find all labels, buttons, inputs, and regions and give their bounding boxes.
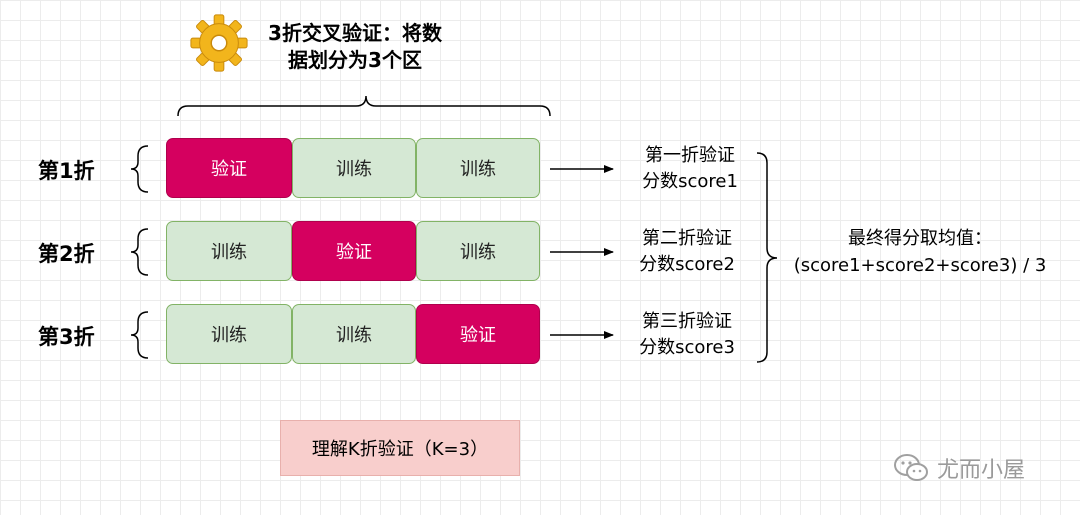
final-line-2: (score1+score2+score3) / 3: [793, 255, 1047, 276]
fold-1-brace: [130, 145, 149, 193]
wechat-icon: [894, 454, 928, 481]
fold-1-score: 第一折验证 分数score1: [625, 143, 755, 195]
fold-1-score-line-2: 分数score1: [642, 171, 738, 192]
fold-3-score-line-2: 分数score3: [639, 337, 735, 358]
watermark-text: 尤而小屋: [937, 458, 1026, 483]
header-title: 3折交叉验证：将数 据划分为3个区: [250, 20, 460, 74]
fold-2-brace: [130, 228, 149, 276]
fold-3-brace: [130, 311, 149, 359]
fold-3-score-line-1: 第三折验证: [642, 311, 732, 332]
fold-2-cell-2: 验证: [292, 221, 416, 281]
fold-3-cell-2: 训练: [292, 304, 416, 364]
fold-2-cell-3: 训练: [416, 221, 540, 281]
fold-2-score-line-2: 分数score2: [639, 254, 735, 275]
fold-2-label: 第2折: [38, 242, 95, 266]
fold-1-cell-2: 训练: [292, 138, 416, 198]
fold-3-cell-1: 训练: [166, 304, 292, 364]
right-brace: [756, 152, 778, 363]
fold-1-label: 第1折: [38, 159, 95, 183]
fold-1-cell-3: 训练: [416, 138, 540, 198]
fold-2-score-line-1: 第二折验证: [642, 228, 732, 249]
fold-1-score-line-1: 第一折验证: [645, 145, 735, 166]
header-line-1: 3折交叉验证：将数: [268, 21, 442, 45]
note-box: 理解K折验证（K=3）: [280, 420, 520, 476]
gear-icon: [190, 14, 248, 72]
fold-3-label: 第3折: [38, 325, 95, 349]
final-line-1: 最终得分取均值：: [848, 228, 992, 249]
top-brace: [177, 95, 551, 117]
final-score-text: 最终得分取均值： (score1+score2+score3) / 3: [770, 225, 1070, 279]
fold-3-score: 第三折验证 分数score3: [622, 309, 752, 361]
fold-3-cell-3: 验证: [416, 304, 540, 364]
fold-1-cell-1: 验证: [166, 138, 292, 198]
fold-2-score: 第二折验证 分数score2: [622, 226, 752, 278]
watermark: 尤而小屋: [893, 452, 1025, 484]
header-line-2: 据划分为3个区: [288, 48, 422, 72]
fold-2-cell-1: 训练: [166, 221, 292, 281]
